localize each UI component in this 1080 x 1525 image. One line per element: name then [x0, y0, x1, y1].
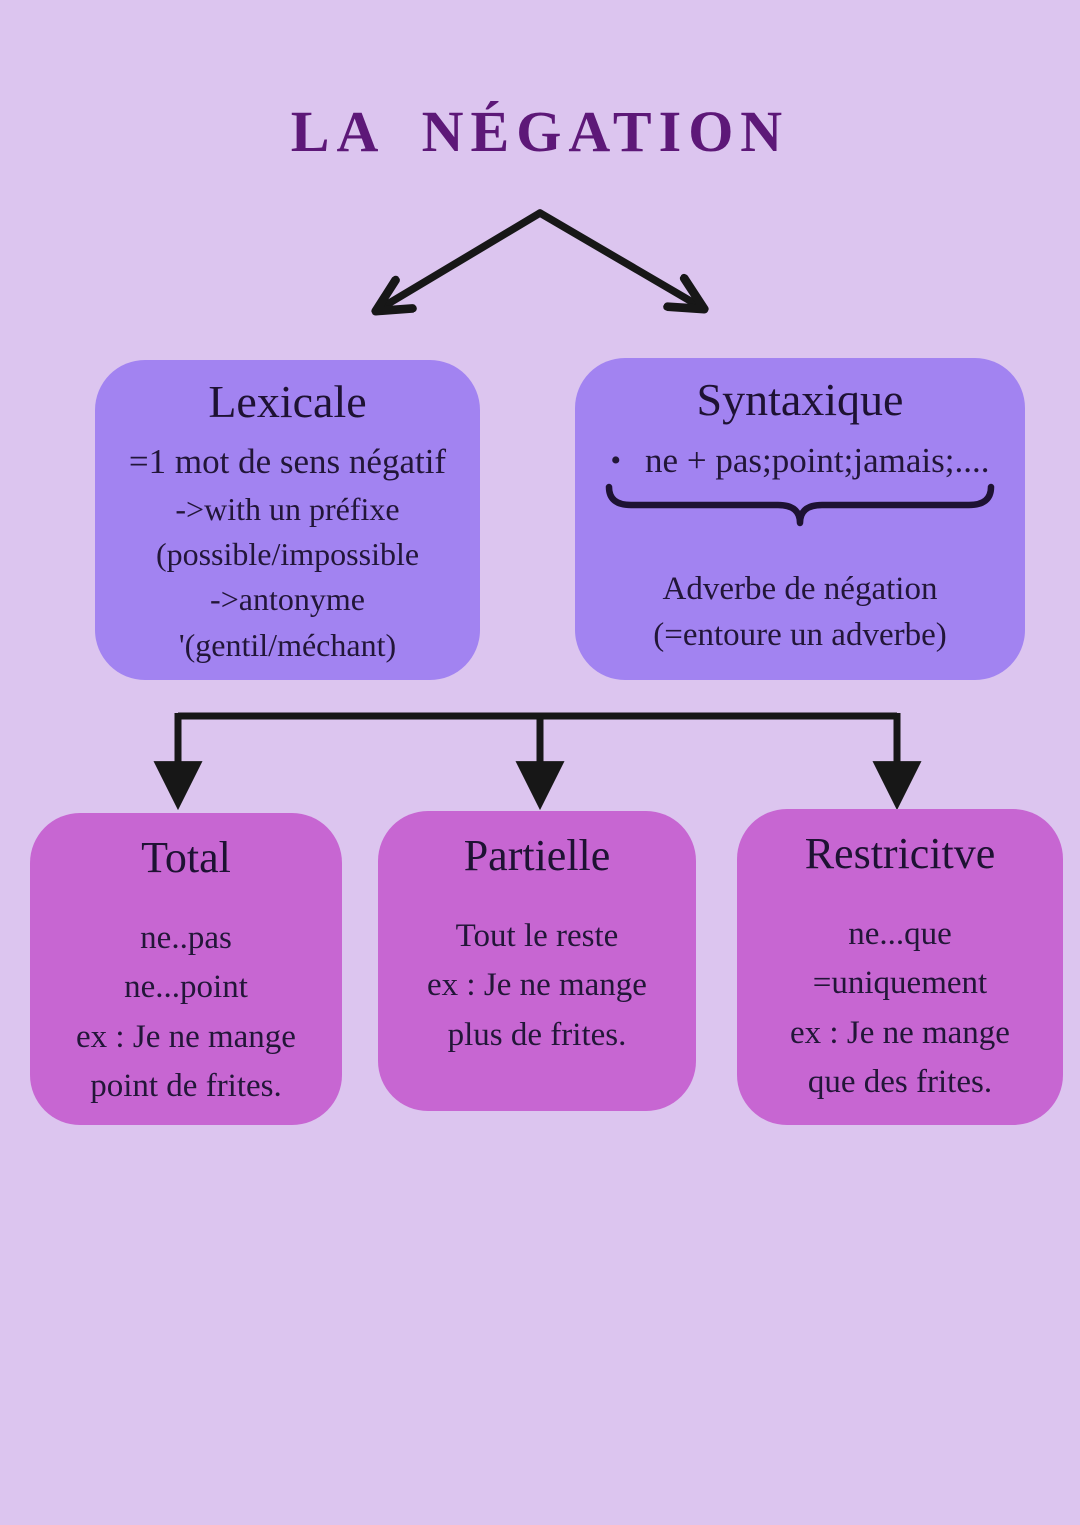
- syntaxique-note-line: Adverbe de négation: [662, 570, 938, 607]
- restrictive-line: ne...que: [848, 915, 952, 952]
- restrictive-line: que des frites.: [807, 1064, 993, 1101]
- syntaxique-title: Syntaxique: [696, 374, 904, 425]
- partielle-line: plus de frites.: [447, 1016, 627, 1053]
- restrictive-lines: ne...que =uniquement ex : Je ne mange qu…: [737, 910, 1063, 1108]
- syntaxique-box: Syntaxique • ne + pas;point;jamais;.... …: [575, 358, 1025, 680]
- restrictive-line: ex : Je ne mange: [790, 1014, 1010, 1051]
- partielle-box: Partielle Tout le reste ex : Je ne mange…: [378, 811, 696, 1111]
- underbrace-icon: [575, 483, 1025, 532]
- bullet-icon: •: [610, 443, 622, 477]
- syntaxique-notes: Adverbe de négation (=entoure un adverbe…: [575, 566, 1025, 658]
- syntaxique-bullet-line: • ne + pas;point;jamais;....: [575, 441, 1025, 481]
- lexicale-line: =1 mot de sens négatif: [128, 441, 447, 481]
- lexicale-line: '(gentil/méchant): [178, 626, 397, 663]
- total-line: ex : Je ne mange: [76, 1018, 296, 1055]
- total-box: Total ne..pas ne...point ex : Je ne mang…: [30, 813, 342, 1125]
- lexicale-box: Lexicale =1 mot de sens négatif ->with u…: [95, 360, 480, 680]
- total-line: ne..pas: [140, 919, 232, 956]
- partielle-line: ex : Je ne mange: [427, 967, 647, 1004]
- restrictive-box: Restricitve ne...que =uniquement ex : Je…: [737, 809, 1063, 1125]
- lexicale-lines: =1 mot de sens négatif ->with un préfixe…: [95, 437, 480, 668]
- branch-v-arrows: [381, 209, 699, 308]
- total-lines: ne..pas ne...point ex : Je ne mange poin…: [30, 914, 342, 1112]
- total-line: point de frites.: [90, 1068, 282, 1105]
- lexicale-line: ->antonyme: [210, 581, 365, 618]
- syntaxique-bullet-text: ne + pas;point;jamais;....: [645, 440, 990, 480]
- partielle-title: Partielle: [463, 831, 611, 880]
- partielle-line: Tout le reste: [455, 917, 619, 954]
- total-line: ne...point: [124, 969, 248, 1006]
- restrictive-title: Restricitve: [804, 829, 996, 878]
- partielle-lines: Tout le reste ex : Je ne mange plus de f…: [378, 912, 696, 1061]
- lexicale-line: ->with un préfixe: [175, 490, 400, 527]
- total-title: Total: [141, 833, 231, 882]
- three-way-connector: [153, 712, 922, 811]
- page-title: LA NÉGATION: [290, 99, 790, 164]
- lexicale-line: (possible/impossible: [155, 536, 420, 573]
- lexicale-title: Lexicale: [208, 376, 367, 427]
- syntaxique-note-line: (=entoure un adverbe): [653, 617, 947, 654]
- restrictive-line: =uniquement: [812, 965, 988, 1002]
